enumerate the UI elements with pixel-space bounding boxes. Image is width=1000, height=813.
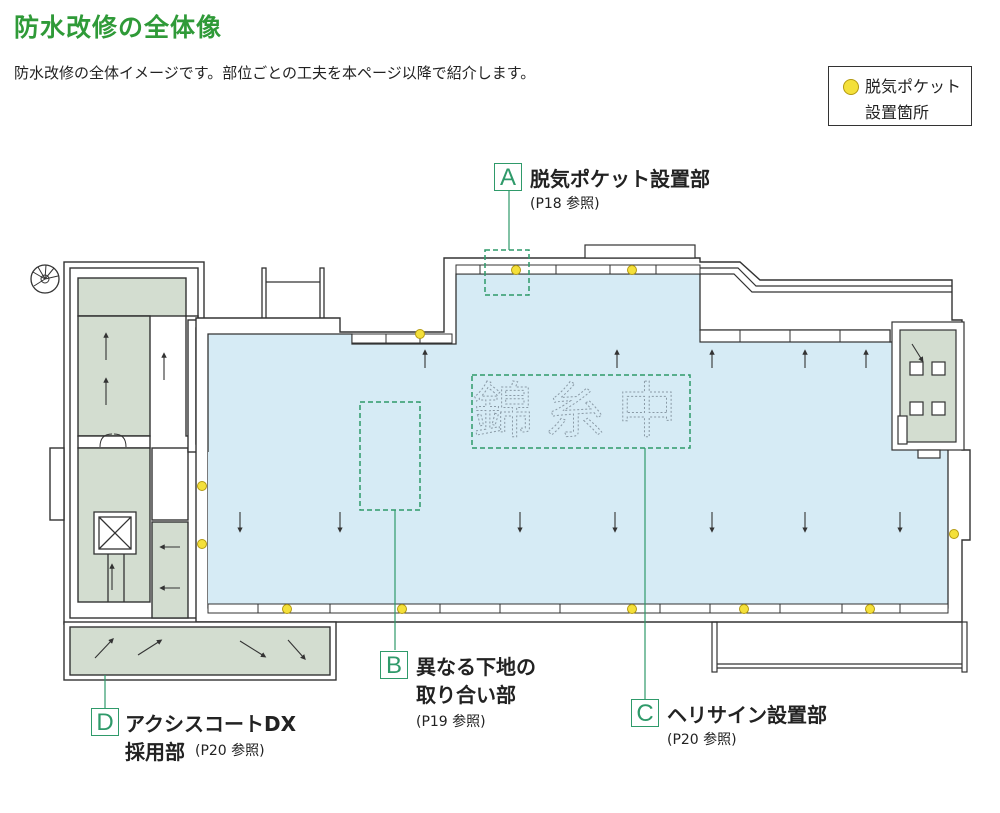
callout-areas <box>359 249 691 511</box>
left-wing <box>49 261 205 625</box>
top-railing <box>261 267 325 321</box>
callout-b-label-line1: 異なる下地の <box>416 655 536 679</box>
right-equipment-box <box>891 321 965 459</box>
slope-arrows-left <box>103 332 180 591</box>
callout-c-letter: C <box>631 699 659 727</box>
callout-a-ref: (P18 参照) <box>530 196 600 212</box>
callout-d-label-line1: アクシスコートDX <box>125 712 297 736</box>
legend-label-line1: 脱気ポケット <box>865 77 962 96</box>
callout-d-letter: D <box>91 708 119 736</box>
slope-arrow-equipment <box>911 343 924 363</box>
legend-box: 脱気ポケット 設置箇所 <box>828 66 972 126</box>
right-steps <box>584 244 952 343</box>
area-c <box>471 374 691 449</box>
callout-a-letter: A <box>494 163 522 191</box>
door-icon <box>99 433 127 448</box>
slope-arrows-main <box>237 349 903 533</box>
bottom-railing <box>711 621 968 673</box>
pocket-dot-icon <box>843 79 859 95</box>
callout-b-letter: B <box>380 651 408 679</box>
bottom-left-strip <box>63 621 337 681</box>
callout-d-label-line2: 採用部 <box>125 740 185 764</box>
helisign-watermark: 錦糸中 <box>473 377 689 447</box>
spiral-stair-icon <box>30 264 60 294</box>
parapet-segments <box>207 264 949 614</box>
leader-lines <box>104 190 646 708</box>
page-subtitle: 防水改修の全体イメージです。部位ごとの工夫を本ページ以降で紹介します。 <box>14 64 536 82</box>
callout-b-label-line2: 取り合い部 <box>416 683 516 707</box>
area-a <box>484 249 530 296</box>
callout-a-label: 脱気ポケット設置部 <box>530 167 710 191</box>
legend-label-line2: 設置箇所 <box>865 103 930 122</box>
area-b <box>359 401 421 511</box>
callout-b-ref: (P19 参照) <box>416 714 486 730</box>
callout-d-ref: (P20 参照) <box>195 743 265 759</box>
air-pocket-markers <box>197 265 959 614</box>
callout-c-label: ヘリサイン設置部 <box>667 703 827 727</box>
slope-arrows-bottom-left <box>94 638 306 661</box>
elevator-icon <box>93 511 137 602</box>
callout-c-ref: (P20 参照) <box>667 732 737 748</box>
page-title: 防水改修の全体像 <box>14 13 223 42</box>
